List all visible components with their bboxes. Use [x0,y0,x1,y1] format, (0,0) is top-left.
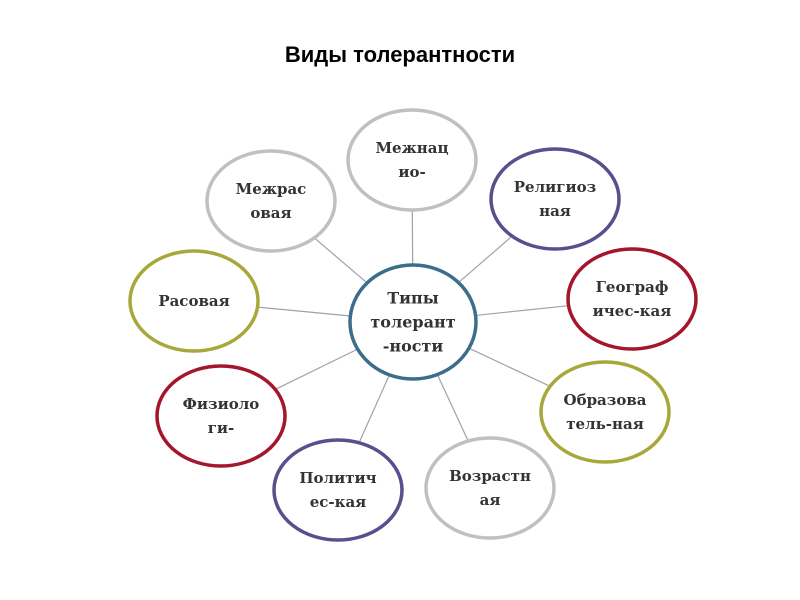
connector-geograf [475,305,569,317]
connector-vozrast [436,374,469,442]
node-obrazovat-line-2: тель-ная [566,415,644,433]
node-fiziolo-line-1: Физиоло [183,395,260,413]
node-vozrast-line-2: ая [480,491,501,509]
node-vozrast-line-1: Возрастн [449,467,531,485]
center-node-line-2: толерант [370,313,455,332]
node-polit-line-2: ес-кая [310,493,367,511]
connector-fiziolo [274,348,358,390]
node-obrazovat: Образова тель-ная [539,360,671,464]
node-mezhras: Межрас овая [205,149,337,253]
node-geograf-line-1: Географ [596,278,669,296]
center-node-line-3: -ности [383,337,444,356]
node-geograf-circle [566,247,698,351]
connector-rasovaya [257,306,351,317]
slide-title: Виды толерантности [284,42,516,67]
node-polit-line-1: Политич [299,469,376,487]
node-religioz-line-2: ная [539,202,571,220]
center-node-circle [348,263,478,381]
connector-mezhras [313,237,368,284]
connector-religioz [458,235,513,284]
node-obrazovat-line-1: Образова [564,391,647,409]
node-mezhnats: Межнац ио- [346,108,478,212]
node-mezhnats-circle [346,108,478,212]
node-religioz-line-1: Религиоз [514,178,596,196]
node-religioz-circle [489,147,621,251]
node-religioz: Религиоз ная [489,147,621,251]
node-mezhras-line-2: овая [250,204,291,222]
node-mezhnats-line-1: Межнац [375,139,448,157]
node-fiziolo: Физиоло ги- [155,364,287,468]
connector-obrazovat [468,347,551,387]
center-node: Типы толерант -ности [348,263,478,381]
node-geograf-line-2: ичес-кая [593,302,672,320]
node-mezhnats-line-2: ио- [398,163,425,181]
connectors [257,209,569,444]
node-vozrast-circle [424,436,556,540]
center-node-line-1: Типы [387,289,439,308]
node-vozrast: Возрастн ая [424,436,556,540]
node-rasovaya-circle [128,249,260,353]
node-obrazovat-circle [539,360,671,464]
node-fiziolo-circle [155,364,287,468]
node-rasovaya-line-1: Расовая [158,292,229,310]
node-fiziolo-line-2: ги- [208,419,235,437]
node-polit: Политич ес-кая [272,438,404,542]
node-polit-circle [272,438,404,542]
node-mezhras-line-1: Межрас [236,180,307,198]
node-geograf: Географ ичес-кая [566,247,698,351]
node-mezhras-circle [205,149,337,253]
node-rasovaya: Расовая [128,249,260,353]
connector-polit [358,374,390,444]
